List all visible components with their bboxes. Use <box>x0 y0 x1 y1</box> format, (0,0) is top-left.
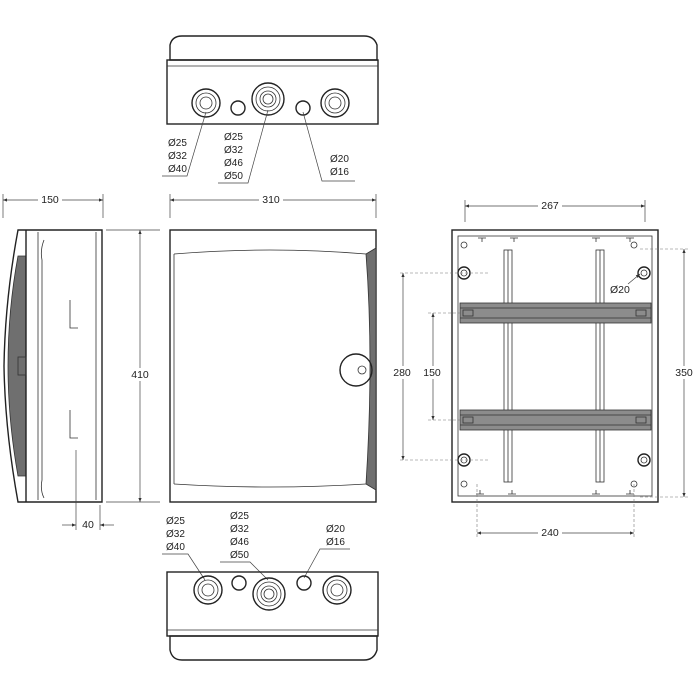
back-view: 267 <box>390 199 697 539</box>
back-inner-spacing-label: 150 <box>423 367 441 379</box>
top-labels-left: Ø25 Ø32 Ø40 <box>168 138 187 175</box>
top-label-d20: Ø20 <box>330 154 349 165</box>
bottom-label-d25-mid: Ø25 <box>230 511 249 522</box>
top-label-d25: Ø25 <box>168 138 187 149</box>
knockout-hole-40-icon <box>191 88 221 118</box>
din-rail-bottom <box>459 409 652 431</box>
mounting-hole-icon <box>457 241 651 488</box>
bottom-knockout-hole-40-icon <box>193 575 223 605</box>
bottom-knockout-hole-40b-icon <box>322 575 352 605</box>
bottom-label-d25: Ø25 <box>166 516 185 527</box>
back-width-label: 267 <box>541 200 559 212</box>
din-rail-top <box>459 302 652 324</box>
back-outer-spacing-label: 280 <box>393 367 411 379</box>
back-horizontal-spacing-label: 240 <box>541 527 559 539</box>
top-view: Ø25 Ø32 Ø40 Ø25 Ø32 Ø46 Ø50 Ø20 Ø16 <box>162 35 379 184</box>
knockout-hole-25-icon <box>230 100 246 116</box>
top-label-d25-mid: Ø25 <box>224 132 243 143</box>
side-height-label: 410 <box>131 369 149 381</box>
top-label-d50-mid: Ø50 <box>224 171 243 182</box>
bottom-label-d46-mid: Ø46 <box>230 537 249 548</box>
bottom-label-d20: Ø20 <box>326 524 345 535</box>
top-label-d32-mid: Ø32 <box>224 145 243 156</box>
side-view: 150 410 40 <box>2 193 160 531</box>
top-label-d46-mid: Ø46 <box>224 158 243 169</box>
front-view: 310 <box>169 193 377 503</box>
knockout-hole-40b-icon <box>320 88 350 118</box>
top-labels-right: Ø20 Ø16 <box>330 154 349 178</box>
bottom-label-d50-mid: Ø50 <box>230 550 249 561</box>
front-width-label: 310 <box>262 194 280 206</box>
side-depth-label: 150 <box>41 194 59 206</box>
bottom-label-d16: Ø16 <box>326 537 345 548</box>
bottom-view: Ø25 Ø32 Ø40 Ø25 Ø32 Ø46 Ø50 Ø20 Ø16 <box>162 511 379 661</box>
top-label-d16: Ø16 <box>330 167 349 178</box>
bottom-knockout-hole-20-icon <box>296 575 312 591</box>
bottom-labels-left: Ø25 Ø32 Ø40 <box>166 516 185 553</box>
knockout-hole-20-icon <box>295 100 311 116</box>
side-offset-label: 40 <box>82 519 94 531</box>
bottom-label-d32-mid: Ø32 <box>230 524 249 535</box>
bottom-labels-right: Ø20 Ø16 <box>326 524 345 548</box>
top-label-d40: Ø40 <box>168 164 187 175</box>
bottom-label-d32: Ø32 <box>166 529 185 540</box>
bottom-knockout-hole-25-icon <box>231 575 247 591</box>
back-hole-diameter-label: Ø20 <box>610 284 630 296</box>
bottom-label-d40: Ø40 <box>166 542 185 553</box>
bottom-labels-mid: Ø25 Ø32 Ø46 Ø50 <box>230 511 249 561</box>
door-lock-icon <box>339 353 373 387</box>
back-vertical-spacing-label: 350 <box>675 367 693 379</box>
top-labels-mid: Ø25 Ø32 Ø46 Ø50 <box>224 132 243 182</box>
bottom-knockout-hole-50-icon <box>252 577 286 611</box>
top-label-d32: Ø32 <box>168 151 187 162</box>
